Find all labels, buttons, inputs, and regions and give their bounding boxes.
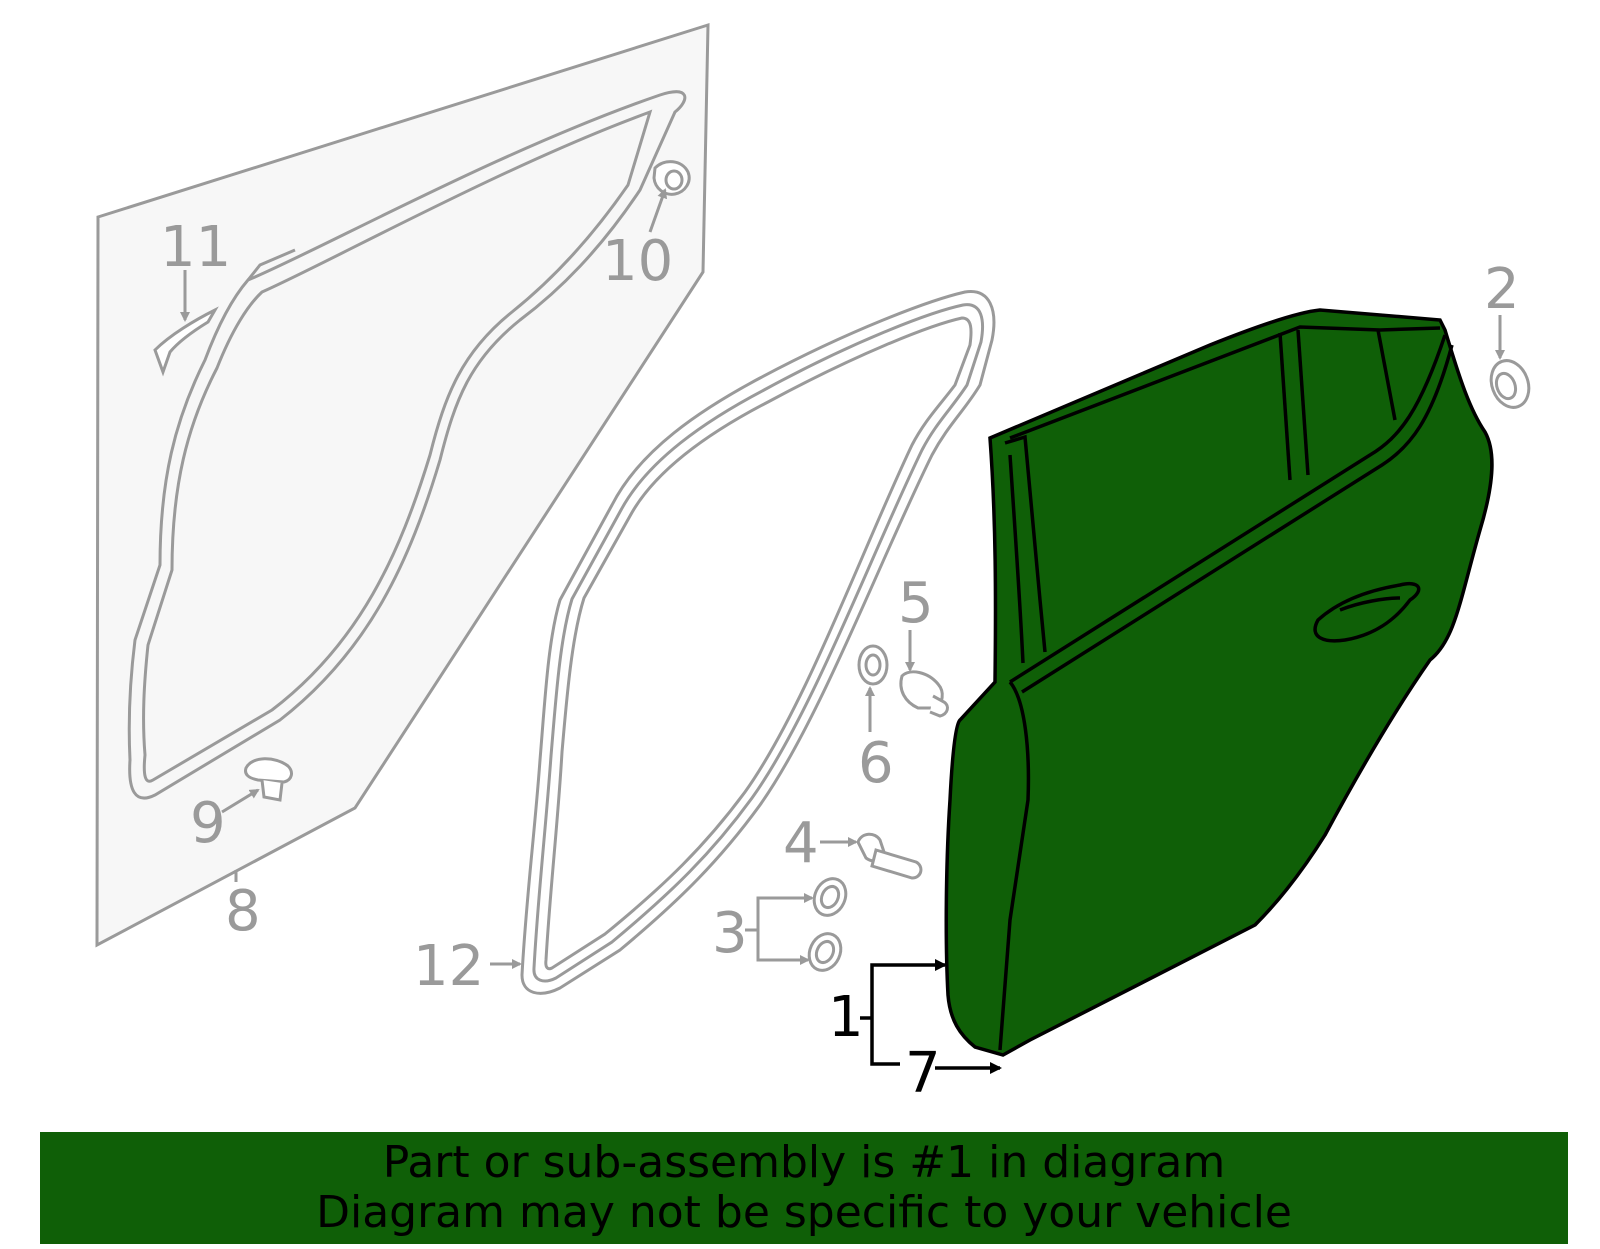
- info-banner: Part or sub-assembly is #1 in diagram Di…: [40, 1132, 1568, 1244]
- callout-8: 8: [225, 879, 261, 944]
- grommet-3-bottom: [807, 932, 843, 972]
- clip-11: [153, 306, 219, 377]
- door-shell-1: [944, 308, 1494, 1057]
- washer-6: [857, 644, 889, 686]
- door-weatherstrip-12-mid: [532, 303, 985, 983]
- panel-weatherstrip-outer: [127, 90, 687, 800]
- panel-weatherstrip-inner: [142, 109, 653, 783]
- door-weatherstrip-12-inner: [544, 316, 973, 971]
- callout-1: 1: [828, 985, 864, 1050]
- callout-5: 5: [898, 571, 934, 636]
- callout-12: 12: [413, 934, 484, 999]
- plug-2: [1489, 359, 1531, 409]
- callout-10: 10: [602, 229, 673, 294]
- callout-7: 7: [905, 1041, 941, 1106]
- panel-weatherstrip-lip: [246, 248, 296, 281]
- bolt-4: [856, 832, 923, 880]
- banner-line-1: Part or sub-assembly is #1 in diagram: [382, 1137, 1226, 1188]
- door-weatherstrip-12-outer: [520, 290, 996, 995]
- clip-9: [244, 757, 293, 802]
- callout-6: 6: [858, 731, 894, 796]
- callout-9: 9: [190, 791, 226, 856]
- callout-2: 2: [1484, 257, 1520, 322]
- panel-8: [95, 22, 710, 948]
- grommet-10: [652, 160, 691, 196]
- grommet-3-top: [812, 877, 848, 917]
- callout-4: 4: [783, 811, 819, 876]
- callout-11: 11: [160, 215, 231, 280]
- bumper-5: [899, 670, 949, 718]
- callout-3: 3: [712, 901, 748, 966]
- banner-line-2: Diagram may not be specific to your vehi…: [316, 1187, 1292, 1238]
